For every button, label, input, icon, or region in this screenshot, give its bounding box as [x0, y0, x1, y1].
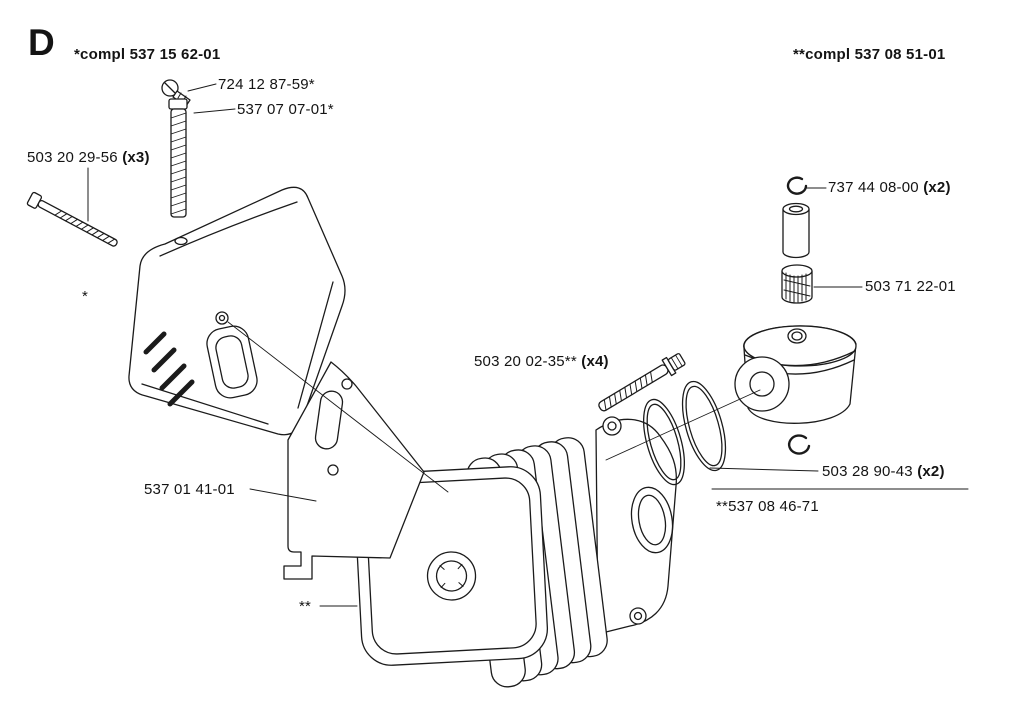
- label-piston: **537 08 46-71: [716, 498, 819, 515]
- part-number: **537 08 46-71: [716, 498, 819, 515]
- label-stud: 537 07 07-01*: [237, 101, 334, 118]
- left-assembly-label: *compl 537 15 62-01: [74, 46, 221, 63]
- part-number: 503 20 29-56: [27, 149, 118, 166]
- label-piston-rings: 503 28 90-43 (x2): [822, 463, 945, 480]
- part-qty: (x2): [917, 463, 945, 480]
- piston-pin-drawing: [782, 202, 810, 259]
- piston-drawing: [734, 325, 857, 424]
- stud-drawing: [168, 98, 188, 218]
- part-qty: (x4): [581, 353, 609, 370]
- part-qty: (x2): [923, 179, 951, 196]
- label-bracket: 537 01 41-01: [144, 481, 235, 498]
- muffler-drawing: [128, 186, 346, 436]
- cylinder-screw-drawing: [598, 353, 686, 412]
- part-number: 503 28 90-43: [822, 463, 913, 480]
- bearing-drawing: [781, 264, 813, 304]
- asterisk-marker: **: [299, 598, 312, 615]
- section-letter: D: [28, 22, 56, 63]
- leader-lines: [87, 83, 969, 607]
- part-number: 737 44 08-00: [828, 179, 919, 196]
- piston-rings-drawing: [642, 380, 727, 486]
- label-cylinder-marker: **: [299, 598, 311, 615]
- muffler-screw-drawing: [26, 191, 118, 247]
- cylinder-drawing: [353, 416, 678, 688]
- part-qty: (x3): [122, 149, 150, 166]
- label-cylinder-screw: 503 20 02-35** (x4): [474, 353, 609, 370]
- part-number: 503 20 02-35**: [474, 353, 577, 370]
- muffler-louvres: [143, 331, 195, 407]
- circlip-bottom-drawing: [787, 434, 811, 455]
- label-circlip: 737 44 08-00 (x2): [828, 179, 951, 196]
- part-number: 537 07 07-01*: [237, 101, 334, 118]
- part-number: 537 01 41-01: [144, 481, 235, 498]
- bracket-drawing: [283, 361, 425, 580]
- part-number: 724 12 87-59*: [218, 76, 315, 93]
- asterisk-marker: *: [82, 288, 89, 305]
- part-number: 503 71 22-01: [865, 278, 956, 295]
- label-muffler-screw: 503 20 29-56 (x3): [27, 149, 150, 166]
- right-assembly-label: **compl 537 08 51-01: [793, 46, 946, 63]
- label-top-screw: 724 12 87-59*: [218, 76, 315, 93]
- label-bearing: 503 71 22-01: [865, 278, 956, 295]
- label-muffler-marker: *: [82, 288, 88, 305]
- circlip-top-drawing: [786, 176, 808, 195]
